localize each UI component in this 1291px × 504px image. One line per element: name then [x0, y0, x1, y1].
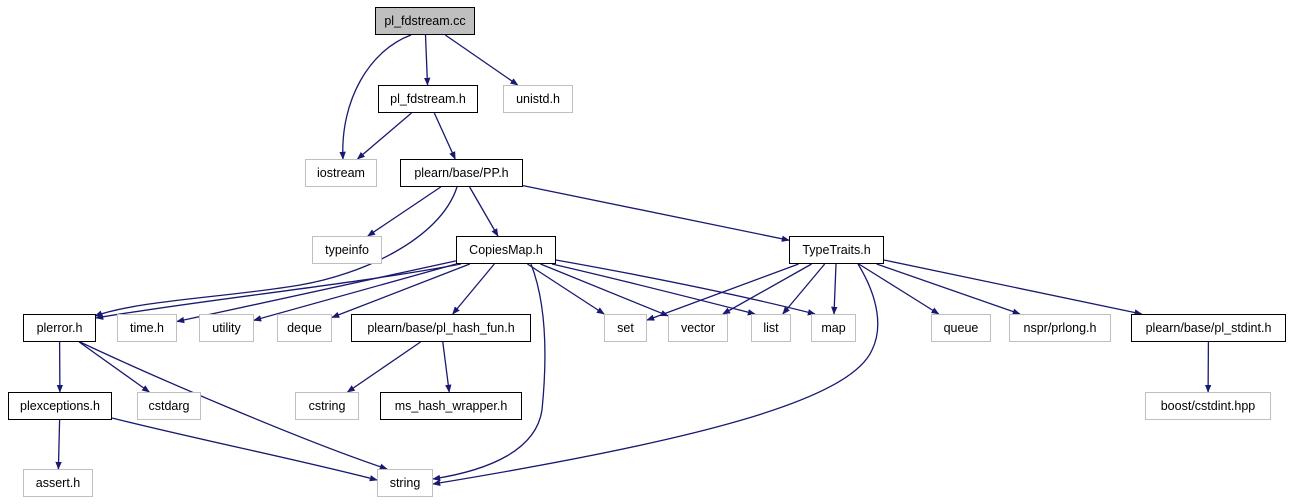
- edge-copiesmap_h-to-plerror_h: [95, 263, 462, 320]
- edge-plexceptions_h-to-string: [111, 417, 378, 482]
- node-unistd-h: unistd.h: [503, 85, 573, 113]
- node-copiesmap-h[interactable]: CopiesMap.h: [456, 236, 556, 264]
- node-pp-h[interactable]: plearn/base/PP.h: [400, 159, 523, 187]
- edge-typetraits_h-to-set: [646, 263, 799, 321]
- node-iostream: iostream: [305, 159, 377, 187]
- node-pl-hash-fun-h[interactable]: plearn/base/pl_hash_fun.h: [351, 314, 531, 342]
- edge-pl_fdstream_cc-to-pl_fdstream_h: [424, 34, 431, 86]
- edge-copiesmap_h-to-utility: [253, 263, 457, 322]
- edge-typetraits_h-to-queue: [858, 263, 940, 315]
- edge-plexceptions_h-to-assert_h: [55, 419, 62, 470]
- edge-pp_h-to-typeinfo: [367, 186, 442, 237]
- node-list: list: [751, 314, 791, 342]
- edge-copiesmap_h-to-pl_hash_fun_h: [452, 263, 495, 315]
- edge-pl_fdstream_cc-to-iostream: [339, 34, 412, 160]
- edge-pl_fdstream_cc-to-unistd_h: [444, 34, 519, 86]
- node-ms-hash-wrapper-h[interactable]: ms_hash_wrapper.h: [380, 392, 522, 420]
- edge-copiesmap_h-to-time_h: [176, 260, 457, 324]
- node-set: set: [604, 314, 647, 342]
- edge-typetraits_h-to-string: [432, 263, 879, 486]
- node-cstdint-hpp: boost/cstdint.hpp: [1145, 392, 1271, 420]
- node-typeinfo: typeinfo: [312, 236, 382, 264]
- edge-copiesmap_h-to-list: [551, 263, 756, 316]
- node-typetraits-h[interactable]: TypeTraits.h: [789, 236, 884, 264]
- edge-pp_h-to-copiesmap_h: [469, 186, 499, 237]
- edge-typetraits_h-to-prlong_h: [876, 263, 1021, 315]
- node-map: map: [811, 314, 856, 342]
- edge-typetraits_h-to-list: [782, 263, 826, 315]
- node-time-h: time.h: [117, 314, 177, 342]
- node-prlong-h: nspr/prlong.h: [1009, 314, 1111, 342]
- edge-pl_hash_fun_h-to-cstring: [346, 341, 421, 393]
- edge-copiesmap_h-to-set: [527, 263, 605, 315]
- edge-plerror_h-to-string: [79, 341, 388, 470]
- edge-pl_fdstream_h-to-iostream: [356, 112, 412, 160]
- edge-pl_fdstream_h-to-pp_h: [433, 112, 456, 160]
- edge-typetraits_h-to-map: [831, 263, 838, 315]
- edge-copiesmap_h-to-deque: [331, 263, 471, 319]
- edge-copiesmap_h-to-vector: [540, 263, 669, 317]
- edge-typetraits_h-to-pl_stdint_h: [883, 259, 1143, 316]
- edge-plerror_h-to-cstdarg: [78, 341, 150, 393]
- node-plexceptions-h[interactable]: plexceptions.h: [8, 392, 112, 420]
- node-cstring: cstring: [295, 392, 359, 420]
- edge-pp_h-to-typetraits_h: [522, 184, 790, 242]
- node-cstdarg: cstdarg: [137, 392, 201, 420]
- node-pl-fdstream-cc: pl_fdstream.cc: [375, 7, 475, 35]
- node-pl-stdint-h[interactable]: plearn/base/pl_stdint.h: [1131, 314, 1286, 342]
- node-pl-fdstream-h[interactable]: pl_fdstream.h: [378, 85, 478, 113]
- node-queue: queue: [931, 314, 991, 342]
- edge-copiesmap_h-to-string: [432, 263, 546, 482]
- node-string: string: [377, 469, 433, 497]
- edge-typetraits_h-to-vector: [722, 263, 812, 315]
- edge-pl_hash_fun_h-to-ms_hash_wrapper_h: [442, 341, 452, 393]
- node-utility: utility: [199, 314, 254, 342]
- node-plerror-h[interactable]: plerror.h: [23, 314, 96, 342]
- node-deque: deque: [277, 314, 332, 342]
- edge-pp_h-to-plerror_h: [94, 186, 458, 317]
- node-assert-h: assert.h: [23, 469, 93, 497]
- node-vector: vector: [668, 314, 728, 342]
